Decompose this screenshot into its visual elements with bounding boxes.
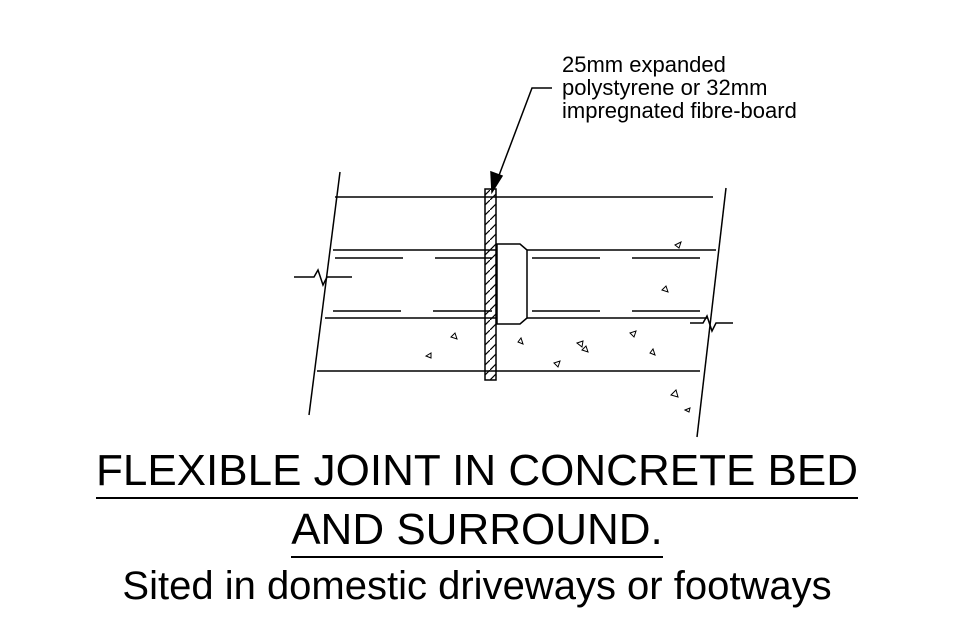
leader-arrowhead	[490, 170, 504, 195]
pipe	[325, 243, 716, 325]
annotation-leader	[490, 87, 552, 195]
concrete-surround-outline	[317, 196, 713, 372]
left-break-line	[308, 171, 341, 416]
annotation-line-1: 25mm expanded	[562, 52, 726, 77]
annotation-line-2: polystyrene or 32mm	[562, 75, 768, 100]
title-line-2: AND SURROUND.	[291, 505, 663, 558]
title-line-1: FLEXIBLE JOINT IN CONCRETE BED	[95, 446, 858, 499]
joint-filler-board	[484, 188, 497, 381]
pipe-socket-collar	[496, 243, 528, 325]
title-line-2-wrap: AND SURROUND.	[0, 505, 954, 558]
right-break-line	[696, 187, 727, 438]
concrete-bed-break-lines	[308, 171, 727, 438]
pipe-inner-dashed-lines	[333, 257, 714, 312]
title-line-1-wrap: FLEXIBLE JOINT IN CONCRETE BED	[0, 446, 954, 499]
break-symbols	[294, 268, 733, 333]
annotation-line-3: impregnated fibre-board	[562, 98, 797, 123]
right-break-symbol	[690, 314, 733, 333]
subtitle: Sited in domestic driveways or footways	[122, 564, 832, 608]
concrete-aggregate	[424, 241, 691, 413]
left-break-symbol	[294, 268, 352, 287]
